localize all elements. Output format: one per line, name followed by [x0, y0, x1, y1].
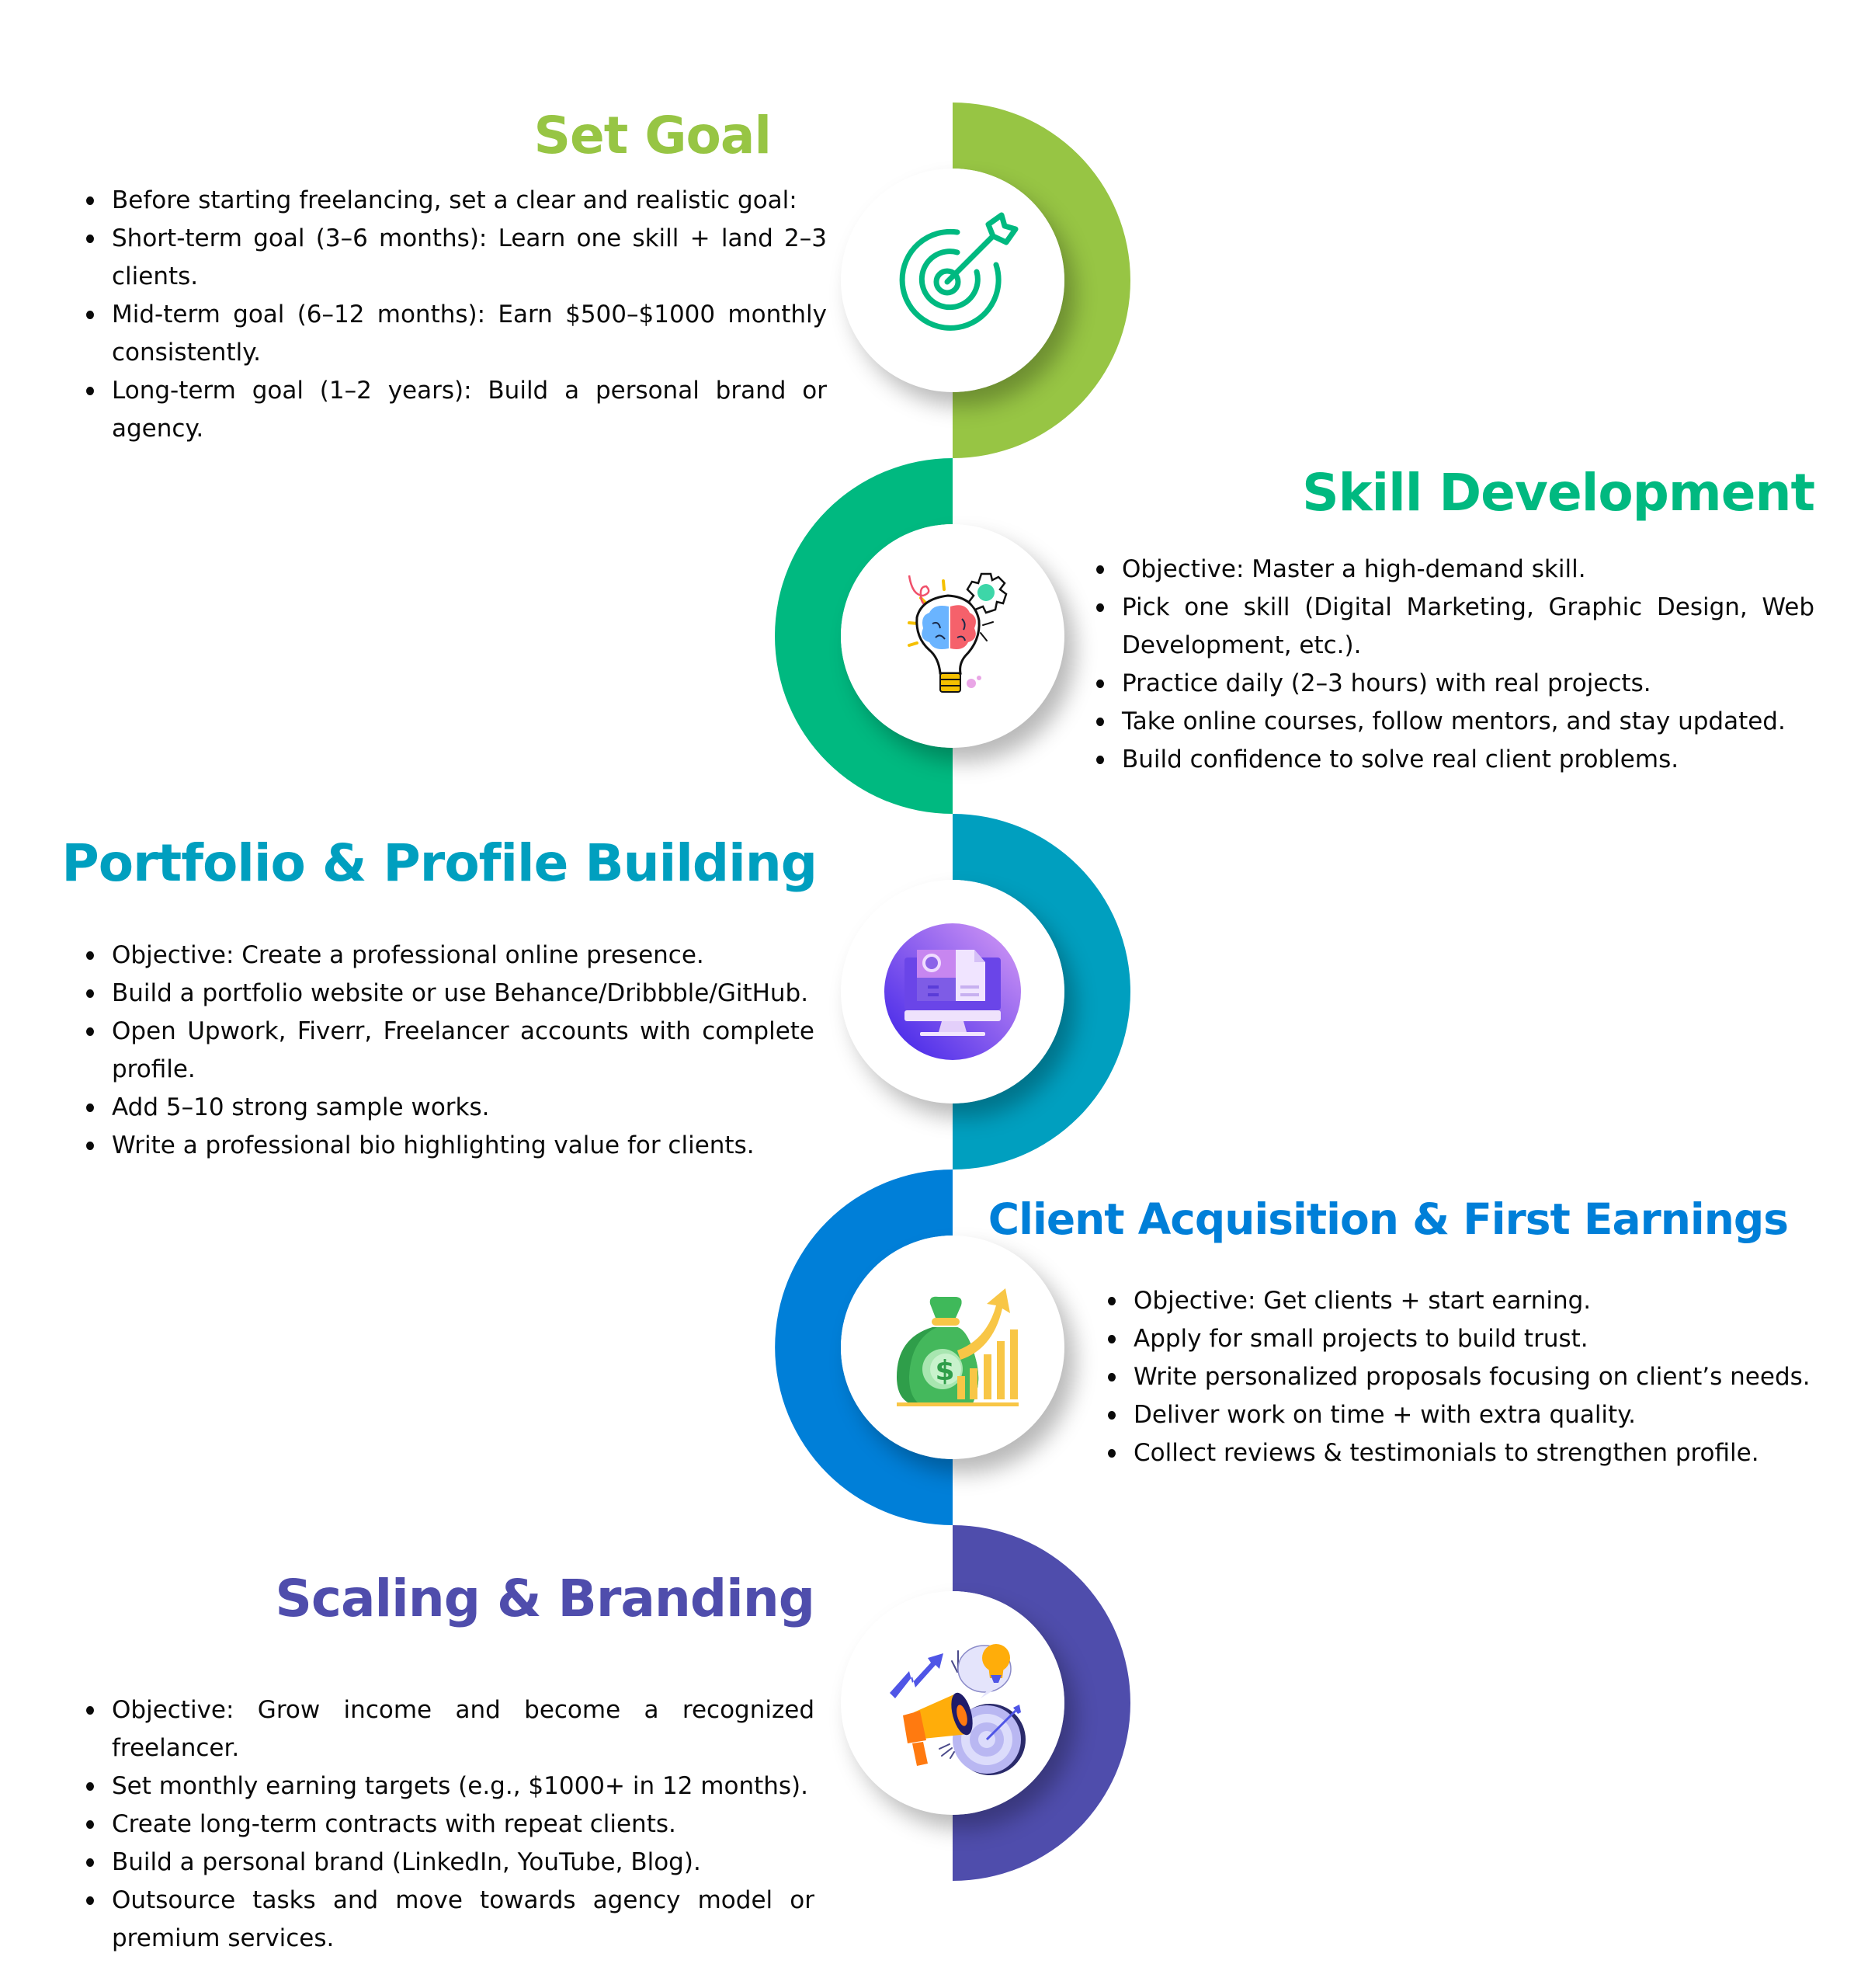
bullet-dot-icon: [1096, 756, 1104, 764]
step-bullets: Objective: Grow income and become a reco…: [86, 1691, 814, 1958]
bullet-item: Objective: Get clients + start earning.: [1108, 1282, 1822, 1320]
arc-portfolio: [953, 814, 1130, 1170]
megaphone-target-icon: [890, 1644, 1026, 1775]
step-title: Set Goal: [533, 106, 772, 165]
step-icon-circle: [841, 524, 1064, 748]
bullet-dot-icon: [1108, 1373, 1116, 1382]
bullet-item: Create long-term contracts with repeat c…: [86, 1806, 814, 1844]
step-icon-circle: [841, 169, 1064, 392]
bullet-dot-icon: [1096, 565, 1104, 574]
bullet-dot-icon: [86, 387, 94, 395]
bullet-dot-icon: [1108, 1335, 1116, 1343]
bullet-dot-icon: [86, 235, 94, 243]
bullet-item: Build confidence to solve real client pr…: [1096, 741, 1814, 779]
bullet-item: Build a personal brand (LinkedIn, YouTub…: [86, 1844, 814, 1882]
step-title: Portfolio & Profile Building: [61, 833, 818, 893]
bullet-item: Add 5–10 strong sample works.: [86, 1089, 814, 1127]
step-icon-circle: [841, 1591, 1064, 1815]
bullet-dot-icon: [1108, 1449, 1116, 1458]
bullet-dot-icon: [86, 1896, 94, 1905]
brain-lightbulb-gear-icon: [908, 572, 1008, 693]
bullet-item: Objective: Create a professional online …: [86, 937, 814, 975]
bullet-item: Write a professional bio highlighting va…: [86, 1127, 814, 1165]
bullet-item: Write personalized proposals focusing on…: [1108, 1358, 1822, 1396]
bullet-dot-icon: [1108, 1411, 1116, 1420]
bullet-dot-icon: [86, 196, 94, 205]
bullet-dot-icon: [86, 1142, 94, 1150]
arc-scaling: [953, 1525, 1130, 1881]
bullet-item: Deliver work on time + with extra qualit…: [1108, 1396, 1822, 1434]
arc-set-goal: [953, 103, 1130, 458]
bullet-item: Outsource tasks and move towards agency …: [86, 1882, 814, 1958]
step-title: Skill Development: [1302, 463, 1815, 523]
bullet-item: Mid-term goal (6–12 months): Earn $500–$…: [86, 296, 827, 372]
step-bullets: Before starting freelancing, set a clear…: [86, 182, 827, 448]
step-icon-circle: [841, 880, 1064, 1103]
step-title: Client Acquisition & First Earnings: [988, 1194, 1789, 1244]
bullet-dot-icon: [86, 1782, 94, 1791]
bullet-dot-icon: [1096, 718, 1104, 726]
bullet-dot-icon: [86, 989, 94, 998]
bullet-item: Pick one skill (Digital Marketing, Graph…: [1096, 589, 1814, 665]
bullet-item: Build a portfolio website or use Behance…: [86, 975, 814, 1013]
bullet-dot-icon: [86, 1706, 94, 1715]
bullet-dot-icon: [86, 1858, 94, 1867]
bullet-item: Objective: Grow income and become a reco…: [86, 1691, 814, 1767]
bullet-item: Objective: Master a high-demand skill.: [1096, 551, 1814, 589]
step-bullets: Objective: Create a professional online …: [86, 937, 814, 1165]
bullet-item: Open Upwork, Fiverr, Freelancer accounts…: [86, 1013, 814, 1089]
bullet-dot-icon: [86, 1103, 94, 1112]
bullet-dot-icon: [86, 311, 94, 319]
step-bullets: Objective: Master a high-demand skill. P…: [1096, 551, 1814, 779]
step-icon-circle: $: [841, 1236, 1064, 1459]
bullet-item: Set monthly earning targets (e.g., $1000…: [86, 1767, 814, 1806]
step-title: Scaling & Branding: [275, 1569, 815, 1628]
bullet-item: Take online courses, follow mentors, and…: [1096, 703, 1814, 741]
bullet-dot-icon: [86, 1027, 94, 1036]
bullet-item: Collect reviews & testimonials to streng…: [1108, 1434, 1822, 1472]
step-bullets: Objective: Get clients + start earning. …: [1108, 1282, 1822, 1472]
bullet-item: Practice daily (2–3 hours) with real pro…: [1096, 665, 1814, 703]
money-bag-growth-icon: $: [897, 1288, 1019, 1406]
bullet-item: Apply for small projects to build trust.: [1108, 1320, 1822, 1358]
arc-client: [775, 1170, 953, 1525]
bullet-item: Before starting freelancing, set a clear…: [86, 182, 827, 220]
bullet-dot-icon: [1108, 1297, 1116, 1305]
bullet-dot-icon: [1096, 679, 1104, 688]
monitor-portfolio-icon: [884, 923, 1021, 1060]
bullet-item: Short-term goal (3–6 months): Learn one …: [86, 220, 827, 296]
bullet-item: Long-term goal (1–2 years): Build a pers…: [86, 372, 827, 448]
svg-text:$: $: [935, 1355, 954, 1387]
target-arrow-icon: [899, 212, 1019, 331]
bullet-dot-icon: [86, 1820, 94, 1829]
arc-skill-development: [775, 458, 953, 814]
bullet-dot-icon: [1096, 603, 1104, 612]
bullet-dot-icon: [86, 951, 94, 960]
